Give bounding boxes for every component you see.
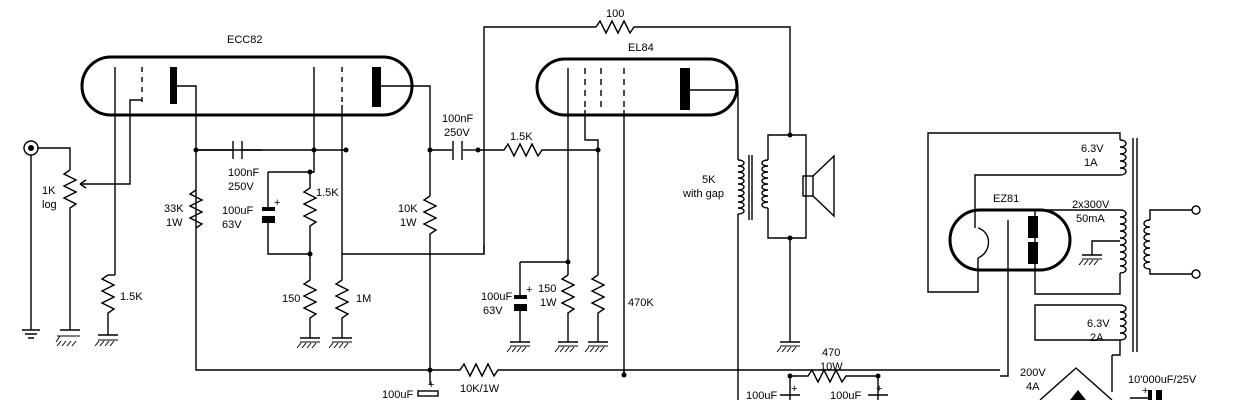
polarity-plus: + <box>791 383 797 395</box>
heater-winding-2-voltage: 6.3V <box>1087 318 1110 330</box>
resistor-1m-label: 1M <box>356 293 371 305</box>
resistor-feedback: 100 <box>595 8 791 135</box>
resistor-feedback-label: 100 <box>606 8 624 20</box>
resistor-decoupling-label: 10K/1W <box>460 383 500 395</box>
resistor-plate-load-2-rating: 1W <box>400 217 417 229</box>
polarity-plus: + <box>1142 385 1148 397</box>
ez81-label: EZ81 <box>993 193 1019 205</box>
resistor-cathode-mid-label: 1.5K <box>316 187 339 199</box>
resistor-cathode-output: 150 1W <box>538 274 578 353</box>
input-jack <box>22 140 71 339</box>
resistor-input-cathode-label: 1.5K <box>120 291 143 303</box>
el84-label: EL84 <box>628 42 654 54</box>
polarity-plus: + <box>274 197 280 209</box>
resistor-470k: 470K <box>584 274 654 353</box>
resistor-grid-stopper-label: 1.5K <box>510 131 533 143</box>
bridge-current: 4A <box>1026 381 1040 393</box>
polarity-plus: + <box>428 379 434 391</box>
power-transformer: 6.3V 1A 2x300V 50mA 6.3V 2A <box>1072 138 1201 352</box>
resistor-470k-label: 470K <box>628 297 654 309</box>
bridge-voltage: 200V <box>1020 367 1046 379</box>
cathode-bypass-capacitor-2: + 100uF 63V <box>481 261 568 353</box>
coupling-capacitor-1: 100nF 250V <box>196 141 262 193</box>
coupling-capacitor-2-value: 100nF <box>442 113 473 125</box>
psu-resistor-470-rating: 10W <box>820 361 843 373</box>
resistor-plate-load-1-value: 33K <box>164 203 184 215</box>
resistor-150-label: 150 <box>282 293 300 305</box>
psu-capacitor-1-label: 100uF <box>746 390 777 400</box>
resistor-150: 150 <box>282 254 320 349</box>
resistor-cathode-output-value: 150 <box>538 283 556 295</box>
polarity-plus: + <box>876 383 882 395</box>
resistor-input-cathode: 1.5K <box>94 274 143 347</box>
coupling-capacitor-2-voltage: 250V <box>444 127 470 139</box>
hv-winding-current: 50mA <box>1076 213 1105 225</box>
resistor-plate-load-2-value: 10K <box>398 203 418 215</box>
large-filter-capacitor: + 10'000uF/25V <box>1128 374 1197 400</box>
resistor-cathode-output-rating: 1W <box>540 297 557 309</box>
cathode-bypass-capacitor-1-voltage: 63V <box>222 219 242 231</box>
filter-capacitor-bottom: + 100uF <box>382 379 439 400</box>
cathode-bypass-capacitor-1: + 100uF 63V <box>222 171 310 255</box>
resistor-cathode-mid: 1.5K <box>302 172 339 254</box>
resistor-decoupling: 10K/1W <box>430 362 1000 395</box>
psu-capacitor-2-label: 100uF <box>830 390 861 400</box>
output-transformer: 5K with gap <box>682 134 807 400</box>
large-filter-capacitor-label: 10'000uF/25V <box>1128 374 1197 386</box>
coupling-capacitor-2: 100nF 250V <box>430 113 478 160</box>
coupling-capacitor-1-voltage: 250V <box>228 181 254 193</box>
polarity-plus: + <box>526 284 532 296</box>
ecc82-label: ECC82 <box>227 34 262 46</box>
resistor-plate-load-1: 33K 1W <box>164 189 204 229</box>
cathode-bypass-capacitor-1-value: 100uF <box>222 205 253 217</box>
psu-capacitor-1: + 100uF <box>746 383 800 400</box>
resistor-plate-load-2: 10K 1W <box>398 195 438 370</box>
psu-resistor-470-value: 470 <box>822 347 840 359</box>
bridge-rectifier: 200V 4A <box>1020 355 1113 400</box>
heater-winding-2-current: 2A <box>1090 332 1104 344</box>
volume-potentiometer: 1K log <box>42 169 108 347</box>
resistor-plate-load-1-rating: 1W <box>166 217 183 229</box>
el84-tube: EL84 <box>535 42 739 117</box>
filter-capacitor-bottom-label: 100uF <box>382 389 413 400</box>
ground-symbol <box>22 329 40 339</box>
cathode-bypass-capacitor-2-voltage: 63V <box>483 305 503 317</box>
pot-taper-label: log <box>42 199 57 211</box>
psu-resistor-470: 470 10W <box>790 347 878 384</box>
hv-winding-voltage: 2x300V <box>1072 199 1110 211</box>
output-transformer-impedance: 5K <box>702 174 716 186</box>
cathode-bypass-capacitor-2-value: 100uF <box>481 291 512 303</box>
coupling-capacitor-1-value: 100nF <box>228 167 259 179</box>
heater-winding-1-voltage: 6.3V <box>1081 143 1104 155</box>
heater-winding-1-current: 1A <box>1084 157 1098 169</box>
pot-value-label: 1K <box>42 185 56 197</box>
resistor-1m: 1M <box>328 150 371 349</box>
resistor-grid-stopper: 1.5K <box>478 131 598 158</box>
speaker-icon <box>802 154 835 218</box>
ecc82-tube: ECC82 <box>80 34 414 117</box>
output-transformer-note: with gap <box>682 188 724 200</box>
ez81-tube: EZ81 <box>948 193 1072 272</box>
psu-capacitor-2: + 100uF <box>830 383 888 400</box>
